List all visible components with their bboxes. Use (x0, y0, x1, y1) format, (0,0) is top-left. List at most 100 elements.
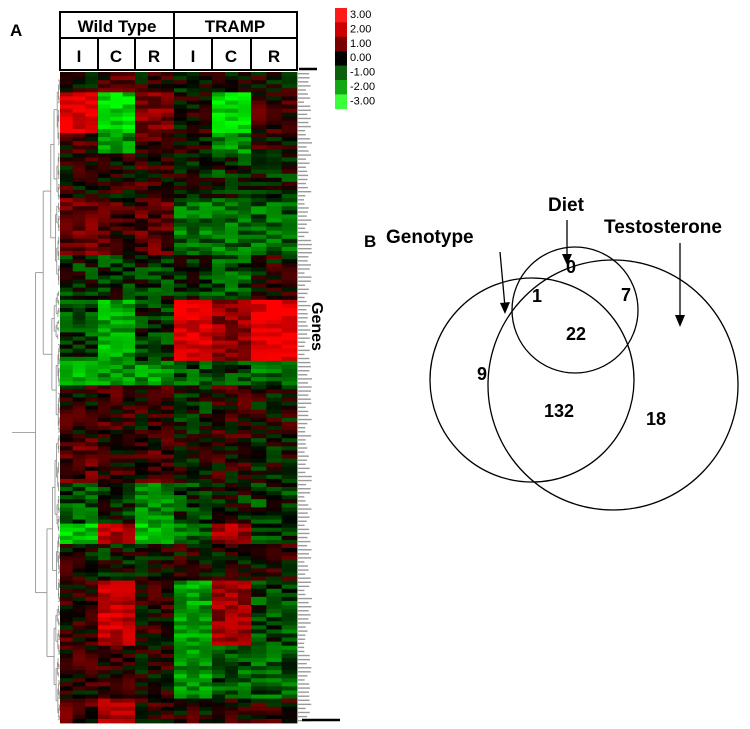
heatmap-cell (266, 307, 283, 313)
heatmap-cell (225, 670, 239, 675)
heatmap-cell (85, 641, 99, 647)
heatmap-cell (148, 230, 162, 236)
heatmap-cell (85, 80, 99, 85)
heatmap-cell (225, 198, 239, 203)
heatmap-cell (60, 670, 74, 675)
heatmap-cell (110, 706, 124, 712)
heatmap-cell (110, 690, 124, 695)
heatmap-cell (225, 491, 239, 496)
heatmap-cell (225, 303, 239, 309)
heatmap-cell (225, 519, 239, 525)
heatmap-cell (238, 491, 252, 496)
heatmap-cell (251, 161, 267, 166)
venn-region-testosterone-only: 18 (646, 409, 666, 429)
heatmap-cell (212, 454, 226, 459)
heatmap-cell (161, 76, 175, 81)
heatmap-cell (251, 348, 267, 354)
heatmap-cell (186, 348, 200, 354)
heatmap-cell (122, 580, 136, 586)
heatmap-cell (122, 173, 136, 179)
heatmap-cell (72, 527, 86, 533)
heatmap-cell (85, 588, 99, 594)
heatmap-cell (98, 425, 111, 431)
heatmap-cell (85, 251, 99, 256)
heatmap-cell (98, 246, 111, 252)
heatmap-cell (225, 600, 239, 606)
heatmap-cell (135, 576, 149, 581)
heatmap-cell (135, 307, 149, 313)
heatmap-cell (148, 218, 162, 223)
heatmap-cell (266, 352, 283, 358)
heatmap-cell (85, 124, 99, 130)
heatmap-cell (110, 242, 124, 248)
heatmap-cell (122, 706, 136, 712)
heatmap-cell (199, 108, 213, 114)
heatmap-cell (148, 421, 162, 427)
heatmap-cell (212, 629, 226, 634)
heatmap-cell (98, 255, 111, 260)
heatmap-cell (85, 161, 99, 166)
heatmap-cell (251, 686, 267, 691)
heatmap-cell (174, 576, 188, 581)
heatmap-cell (161, 218, 175, 223)
heatmap-cell (110, 462, 124, 468)
heatmap-cell (85, 242, 99, 248)
heatmap-cell (251, 657, 267, 663)
heatmap-cell (199, 283, 213, 289)
heatmap-cell (161, 438, 175, 443)
heatmap-cell (238, 275, 252, 280)
heatmap-cell (251, 458, 267, 463)
heatmap-cell (199, 625, 213, 630)
heatmap-cell (135, 393, 149, 398)
heatmap-cell (98, 364, 111, 370)
heatmap-cell (98, 169, 111, 175)
heatmap-cell (174, 356, 188, 362)
heatmap-cell (148, 377, 162, 382)
heatmap-cell (98, 210, 111, 215)
heatmap-cell (148, 340, 162, 346)
heatmap-cell (266, 564, 283, 569)
gene-name-mark (298, 528, 310, 531)
heatmap-cell (161, 564, 175, 569)
heatmap-cell (266, 92, 283, 97)
heatmap-cell (122, 523, 136, 529)
gene-name-mark (298, 394, 309, 396)
heatmap-cell (186, 535, 200, 541)
heatmap-cell (148, 104, 162, 110)
heatmap-cell (161, 303, 175, 309)
heatmap-cell (238, 454, 252, 459)
heatmap-cell (122, 507, 136, 512)
heatmap-cell (122, 531, 136, 537)
heatmap-cell (281, 198, 298, 203)
heatmap-cell (225, 112, 239, 118)
heatmap-cell (199, 434, 213, 439)
heatmap-cell (161, 356, 175, 362)
heatmap-cell (225, 234, 239, 240)
heatmap-cell (72, 92, 86, 97)
heatmap-cell (135, 625, 149, 630)
heatmap-cell (161, 482, 175, 488)
heatmap-cell (174, 381, 188, 386)
heatmap-cell (72, 369, 86, 374)
heatmap-cell (212, 283, 226, 289)
heatmap-cell (174, 385, 188, 390)
heatmap-cell (72, 523, 86, 529)
heatmap-cell (110, 682, 124, 687)
legend-swatch (335, 65, 347, 81)
heatmap-cell (199, 112, 213, 118)
heatmap-cell (212, 438, 226, 443)
heatmap-cell (251, 507, 267, 512)
legend-tick-label: 2.00 (350, 23, 371, 35)
heatmap-cell (281, 165, 298, 171)
heatmap-cell (281, 710, 298, 716)
heatmap-cell (60, 491, 74, 496)
heatmap-cell (122, 198, 136, 203)
heatmap-cell (85, 584, 99, 590)
gene-name-mark (298, 675, 308, 677)
heatmap-cell (174, 409, 188, 415)
heatmap-cell (212, 580, 226, 586)
heatmap-cell (110, 474, 124, 480)
heatmap-cell (85, 385, 99, 390)
heatmap-cell (161, 543, 175, 549)
heatmap-cell (110, 548, 124, 553)
